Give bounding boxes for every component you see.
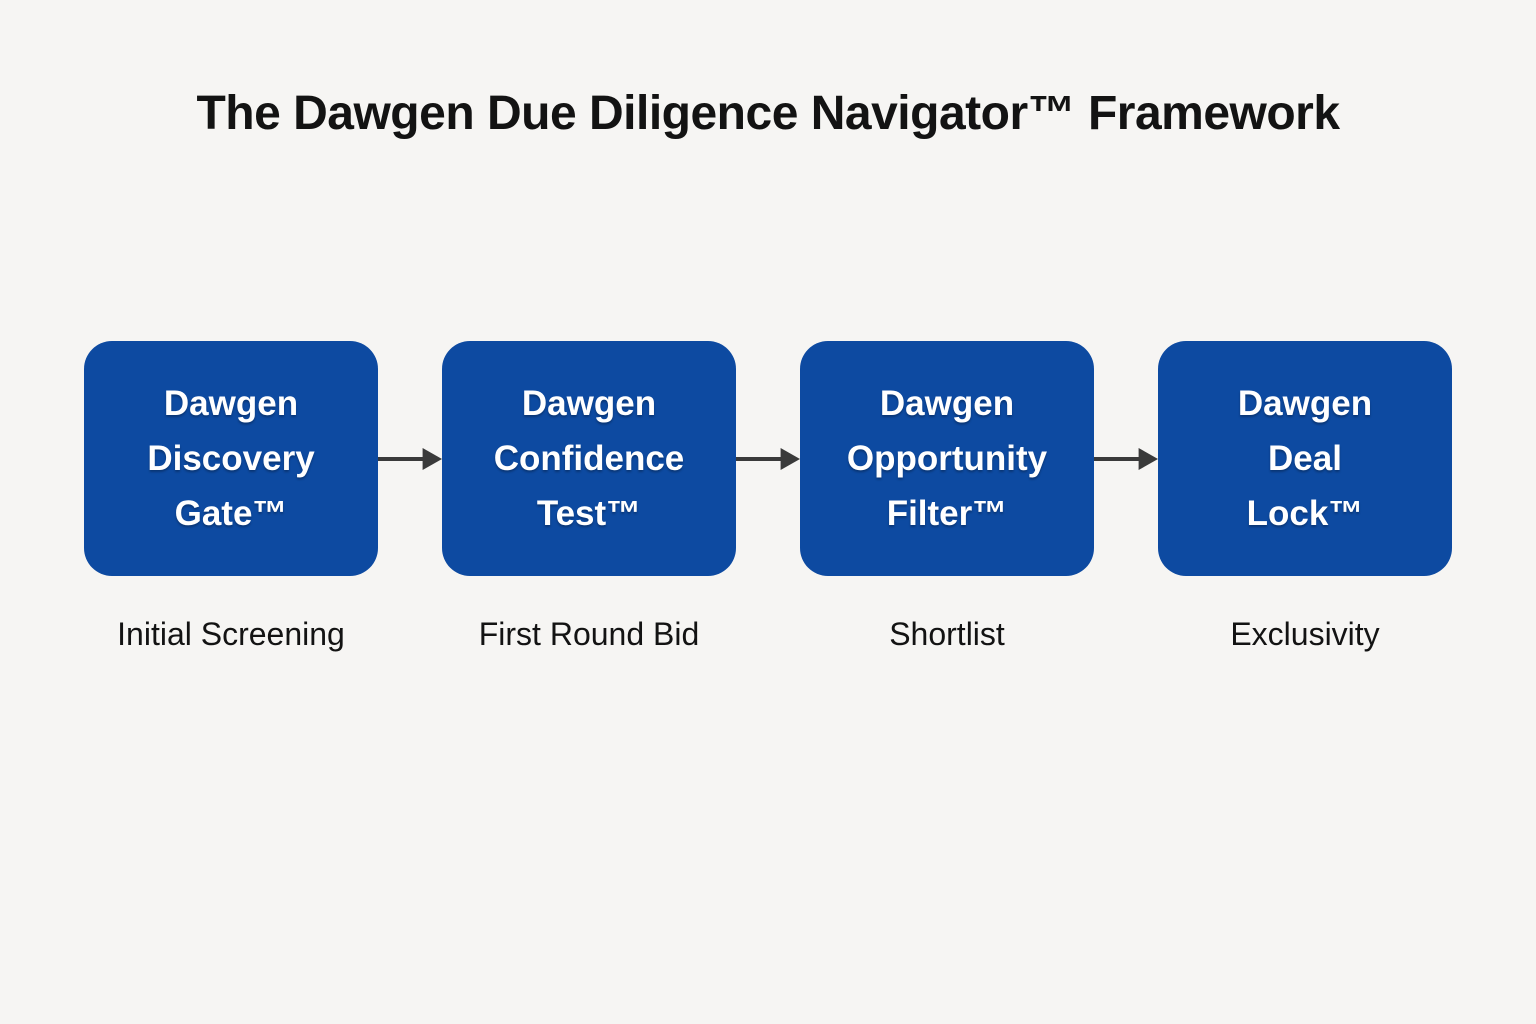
stage-box-line: Filter™ [886, 494, 1008, 534]
stage-box-line: Dawgen [521, 384, 657, 424]
stage-label: Shortlist [889, 616, 1005, 653]
stage-box-line: Lock™ [1246, 494, 1364, 534]
stage-box: Dawgen Deal Lock™ [1158, 341, 1452, 577]
arrow-right-icon [378, 447, 442, 470]
stage-box-line: Gate™ [174, 494, 288, 534]
stage-box-line: Dawgen [879, 384, 1015, 424]
stage-box-line: Confidence [493, 439, 685, 479]
stage-box-line: Discovery [147, 439, 315, 479]
stage-discovery-gate: Dawgen Discovery Gate™ Initial Screening [84, 341, 378, 653]
stage-confidence-test: Dawgen Confidence Test™ First Round Bid [442, 341, 736, 653]
stage-box: Dawgen Confidence Test™ [442, 341, 736, 577]
stage-box-line: Dawgen [1237, 384, 1373, 424]
stage-box-line: Dawgen [163, 384, 299, 424]
stage-label: Initial Screening [117, 616, 345, 653]
stage-box-line: Opportunity [846, 439, 1048, 479]
stage-box: Dawgen Opportunity Filter™ [800, 341, 1094, 577]
process-flow: Dawgen Discovery Gate™ Initial Screening… [84, 341, 1452, 653]
stage-box-line: Deal [1268, 439, 1342, 479]
stage-opportunity-filter: Dawgen Opportunity Filter™ Shortlist [800, 341, 1094, 653]
flow-arrow [736, 341, 800, 576]
diagram-title: The Dawgen Due Diligence Navigator™ Fram… [196, 87, 1340, 140]
stage-label: Exclusivity [1230, 616, 1380, 653]
arrow-right-icon [736, 447, 800, 470]
flow-arrow [1094, 341, 1158, 576]
stage-box: Dawgen Discovery Gate™ [84, 341, 378, 577]
stage-box-line: Test™ [536, 494, 642, 534]
arrow-right-icon [1094, 447, 1158, 470]
stage-label: First Round Bid [478, 616, 700, 653]
flow-arrow [378, 341, 442, 576]
stage-deal-lock: Dawgen Deal Lock™ Exclusivity [1158, 341, 1452, 653]
